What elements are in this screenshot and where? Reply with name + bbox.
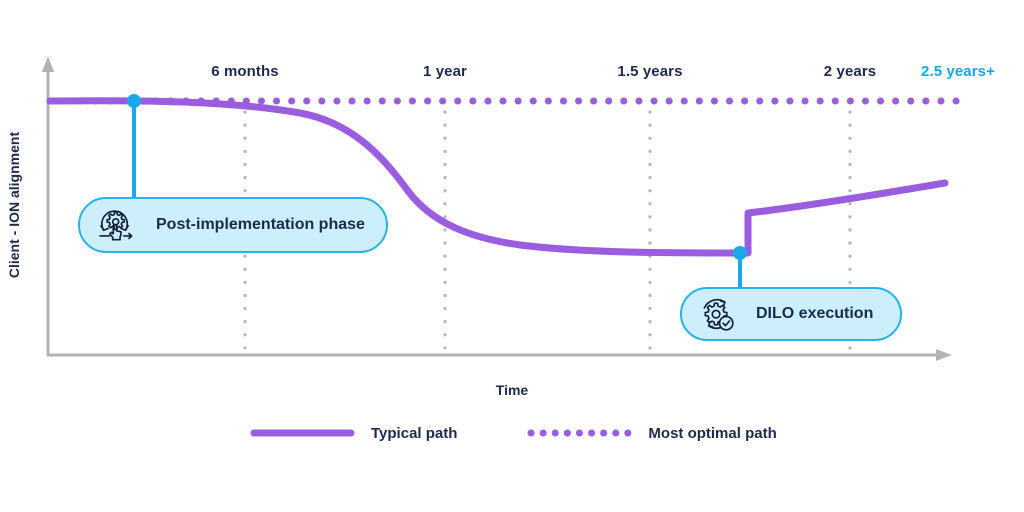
gear-hand-cycle-icon: [99, 210, 133, 241]
legend-item-typical-path[interactable]: Typical path: [250, 424, 457, 442]
gear-check-cycle-icon: [703, 298, 734, 331]
callout-dilo-execution[interactable]: DILO execution: [680, 287, 902, 341]
y-axis-title: Client - ION alignment: [6, 131, 22, 279]
legend-item-most-optimal-path[interactable]: Most optimal path: [527, 424, 777, 442]
series-typical-path: [46, 97, 949, 257]
legend-swatch-solid-line: [250, 429, 355, 437]
gridlines: [243, 110, 852, 354]
legend-swatch-dotted-line: [527, 429, 632, 437]
x-axis-title: Time: [495, 382, 529, 398]
legend-label-most-optimal-path: Most optimal path: [648, 424, 777, 442]
x-axis: [47, 349, 952, 361]
callout-post-implementation-label: Post-implementation phase: [156, 216, 365, 233]
x-tick-label-1-5-years: 1.5 years: [617, 63, 683, 80]
x-tick-label-2-5-years-plus: 2.5 years+: [921, 63, 995, 80]
y-axis: [42, 56, 54, 356]
x-tick-label-1-year: 1 year: [423, 63, 467, 80]
chart-legend: Typical path Most optimal path: [250, 424, 777, 442]
callout-dilo-label: DILO execution: [756, 305, 874, 322]
callout-post-implementation-phase[interactable]: Post-implementation phase: [78, 197, 388, 253]
legend-label-typical-path: Typical path: [371, 424, 458, 442]
x-tick-label-2-years: 2 years: [823, 63, 877, 80]
x-tick-label-6-months: 6 months: [211, 63, 279, 80]
connector-post-implementation: [127, 94, 141, 205]
